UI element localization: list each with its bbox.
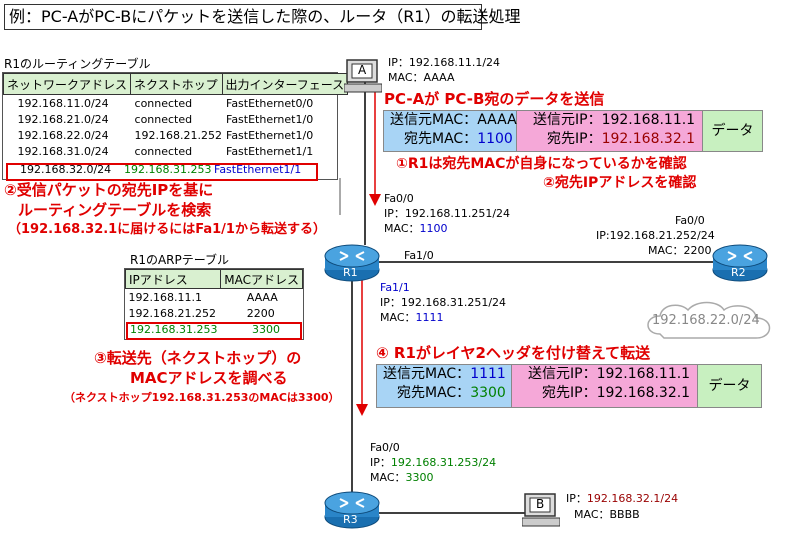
cloud-label: 192.168.22.0/24	[652, 313, 760, 328]
step1: ①R1は宛先MACが自身になっているかを確認	[396, 156, 687, 172]
arp-table: IPアドレス MACアドレス 192.168.11.1 AAAA 192.168…	[124, 269, 303, 321]
router-icon	[712, 244, 768, 282]
r1-fa00-ip: IP：192.168.11.251/24	[384, 207, 511, 220]
router-r2: R2	[712, 242, 768, 282]
arp-highlight-ip: 192.168.31.253	[130, 323, 218, 336]
router-icon	[324, 491, 380, 529]
r1-fa11-name: Fa1/1	[380, 281, 410, 294]
r3-mac: MAC：3300	[370, 471, 434, 484]
table-row: 192.168.21.252 2200	[128, 306, 275, 320]
pc-a-ip: IP：192.168.11.1/24	[388, 56, 501, 69]
r3-label: R3	[343, 513, 358, 526]
r1-fa10-name: Fa1/0	[404, 249, 434, 262]
step2b-line2: ルーティングテーブルを検索	[18, 201, 212, 219]
table-row: 192.168.22.0/24 192.168.21.252 FastEther…	[17, 128, 314, 142]
rt-header-network: ネットワークアドレス	[2, 73, 132, 95]
routing-row-highlight	[6, 163, 318, 181]
arp-header-ip: IPアドレス	[124, 269, 222, 289]
step3-line3: （ネクストホップ192.168.31.253のMACは3300）	[64, 391, 340, 404]
arp-header-mac: MACアドレス	[220, 269, 303, 289]
pc-icon	[521, 493, 561, 527]
packet1-data: データ	[703, 111, 762, 151]
pc-b-label: B	[536, 497, 545, 511]
r1-label: R1	[343, 266, 358, 279]
cloud-icon	[647, 301, 771, 339]
packet2-heading: ④ R1がレイヤ2ヘッダを付け替えて転送	[376, 344, 651, 362]
highlight-nexthop: 192.168.31.253	[124, 163, 212, 176]
pc-a-mac: MAC：AAAA	[388, 71, 455, 84]
r2-ip: IP:192.168.21.252/24	[596, 229, 715, 242]
r1-fa11-ip: IP：192.168.31.251/24	[380, 296, 507, 309]
r3-fa00-name: Fa0/0	[370, 441, 400, 454]
rt-header-interface: 出力インターフェース	[221, 73, 349, 95]
packet1-mac-header: 送信元MAC：AAAA 宛先MAC：1100	[384, 111, 517, 151]
r1-fa00-name: Fa0/0	[384, 192, 414, 205]
table-row: 192.168.11.0/24 connected FastEthernet0/…	[17, 96, 314, 110]
pc-a-label: A	[358, 63, 367, 77]
table-row: 192.168.21.0/24 connected FastEthernet1/…	[17, 112, 314, 126]
pc-a: A	[343, 58, 383, 94]
packet1-heading: PC-Aが PC-B宛のデータを送信	[384, 90, 605, 108]
highlight-interface: FastEthernet1/1	[214, 163, 302, 176]
rt-header-nexthop: ネクストホップ	[130, 73, 223, 95]
pc-b-ip: IP：192.168.32.1/24	[566, 492, 679, 505]
step3-line1: ③転送先（ネクストホップ）の	[94, 349, 302, 367]
routing-table-frame: ネットワークアドレス ネクストホップ 出力インターフェース 192.168.11…	[2, 72, 349, 180]
router-r1: R1	[324, 242, 380, 282]
routing-table-caption: R1のルーティングテーブル	[4, 57, 151, 71]
table-row: 192.168.11.1 AAAA	[128, 290, 278, 304]
arp-table-caption: R1のARPテーブル	[130, 253, 230, 267]
step3-line2: MACアドレスを調べる	[130, 369, 288, 387]
packet2-ip-header: 送信元IP：192.168.11.1 宛先IP：192.168.32.1	[512, 365, 698, 407]
cloud-network: 192.168.22.0/24	[640, 296, 780, 346]
step2: ②宛先IPアドレスを確認	[543, 175, 697, 191]
pc-b: B	[521, 492, 561, 528]
packet1: 送信元MAC：AAAA 宛先MAC：1100 送信元IP：192.168.11.…	[383, 110, 763, 152]
packet1-ip-header: 送信元IP：192.168.11.1 宛先IP：192.168.32.1	[517, 111, 703, 151]
highlight-network: 192.168.32.0/24	[20, 163, 112, 176]
r2-mac: MAC：2200	[648, 244, 712, 257]
arp-table-frame: IPアドレス MACアドレス 192.168.11.1 AAAA 192.168…	[124, 268, 304, 340]
r2-label: R2	[731, 266, 746, 279]
arp-row-highlight	[126, 322, 302, 340]
routing-table: ネットワークアドレス ネクストホップ 出力インターフェース 192.168.11…	[2, 73, 349, 159]
packet2: 送信元MAC：1111 宛先MAC：3300 送信元IP：192.168.11.…	[376, 364, 762, 408]
page-title: 例：PC-AがPC-Bにパケットを送信した際の、ルータ（R1）の転送処理	[4, 4, 521, 30]
r1-fa11-mac: MAC：1111	[380, 311, 444, 324]
arp-highlight-mac: 3300	[252, 323, 280, 336]
packet2-data: データ	[698, 365, 761, 407]
pc-b-mac: MAC：BBBB	[574, 508, 640, 521]
packet2-mac-header: 送信元MAC：1111 宛先MAC：3300	[377, 365, 512, 407]
step2b-line1: ②受信パケットの宛先IPを基に	[4, 181, 214, 199]
table-row: 192.168.31.0/24 connected FastEthernet1/…	[17, 144, 314, 158]
r1-fa00-mac: MAC：1100	[384, 222, 448, 235]
router-r3: R3	[324, 489, 380, 529]
r3-ip: IP：192.168.31.253/24	[370, 456, 497, 469]
r2-fa00-name: Fa0/0	[675, 214, 705, 227]
step2b-line3: （192.168.32.1に届けるにはFa1/1から転送する）	[8, 222, 326, 237]
pc-icon	[343, 59, 383, 93]
router-icon	[324, 244, 380, 282]
